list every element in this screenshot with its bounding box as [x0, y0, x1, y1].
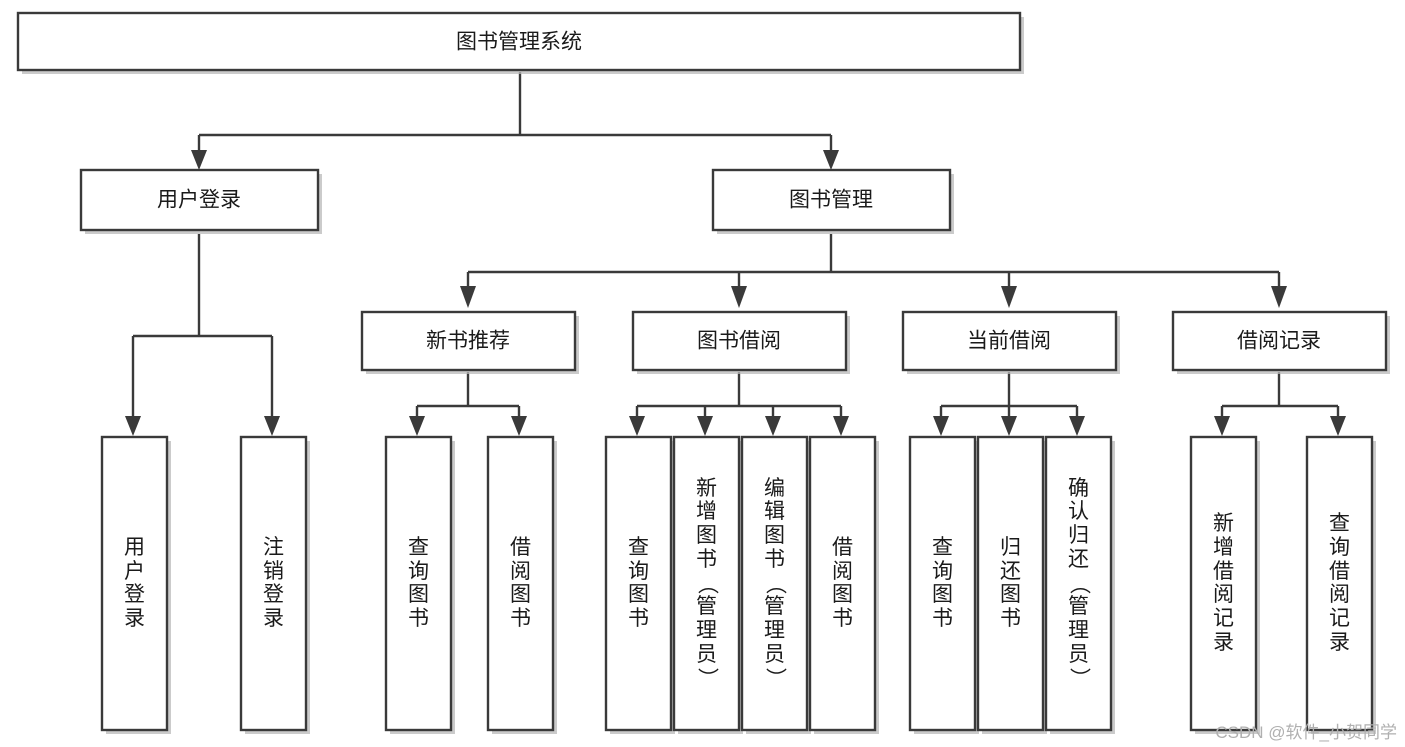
- node-box-leaf-add-record[interactable]: [1189, 435, 1258, 732]
- root-node-label: 图书管理系统: [456, 31, 582, 54]
- node-box-leaf-borrow-book-2[interactable]: [808, 435, 877, 732]
- user-login-node-label: 用户登录: [157, 189, 241, 212]
- node-box-leaf-edit-book[interactable]: [740, 435, 809, 732]
- arrowhead-leaf-borrow-book-2: [833, 416, 849, 436]
- node-box-borrow-record[interactable]: [1171, 310, 1388, 372]
- current-borrow-node-label: 当前借阅: [967, 330, 1051, 353]
- arrowhead-leaf-query-record: [1330, 416, 1346, 436]
- arrowhead-leaf-query-book-1: [409, 416, 425, 436]
- node-box-leaf-query-book-3[interactable]: [908, 435, 977, 732]
- arrowhead-leaf-query-book-2: [629, 416, 645, 436]
- arrowhead-leaf-user-login: [125, 416, 141, 436]
- arrowhead-leaf-add-book: [697, 416, 713, 436]
- arrowhead-leaf-query-book-3: [933, 416, 949, 436]
- arrowhead-current-borrow: [1001, 286, 1017, 308]
- arrowhead-leaf-confirm-return: [1069, 416, 1085, 436]
- book-borrow-node-label: 图书借阅: [697, 330, 781, 353]
- new-book-recommend-node-label: 新书推荐: [426, 330, 510, 353]
- node-box-root[interactable]: [16, 11, 1022, 72]
- arrowhead-book-borrow: [731, 286, 747, 308]
- arrowhead-leaf-edit-book: [765, 416, 781, 436]
- node-box-leaf-logout[interactable]: [239, 435, 308, 732]
- arrowhead-user-login: [191, 150, 207, 170]
- node-box-leaf-add-book[interactable]: [672, 435, 741, 732]
- node-box-user-login[interactable]: [79, 168, 320, 232]
- node-box-leaf-query-record[interactable]: [1305, 435, 1374, 732]
- node-box-new-book-recommend[interactable]: [360, 310, 577, 372]
- node-box-leaf-confirm-return[interactable]: [1044, 435, 1113, 732]
- arrowhead-leaf-logout: [264, 416, 280, 436]
- arrowhead-book-manage: [823, 150, 839, 170]
- book-manage-node-label: 图书管理: [789, 189, 873, 212]
- node-box-book-manage[interactable]: [711, 168, 952, 232]
- node-box-book-borrow[interactable]: [631, 310, 848, 372]
- node-box-leaf-user-login[interactable]: [100, 435, 169, 732]
- node-box-leaf-borrow-book-1[interactable]: [486, 435, 555, 732]
- arrowhead-leaf-add-record: [1214, 416, 1230, 436]
- node-box-leaf-query-book-2[interactable]: [604, 435, 673, 732]
- arrowhead-leaf-return-book: [1001, 416, 1017, 436]
- node-box-leaf-return-book[interactable]: [976, 435, 1045, 732]
- arrowhead-new-book-recommend: [460, 286, 476, 308]
- arrowhead-leaf-borrow-book-1: [511, 416, 527, 436]
- node-box-current-borrow[interactable]: [901, 310, 1118, 372]
- connector-layer: [125, 72, 1346, 436]
- borrow-record-node-label: 借阅记录: [1237, 330, 1321, 353]
- arrowhead-borrow-record: [1271, 286, 1287, 308]
- node-layer: 图书管理系统 用户登录 图书管理 新书推荐 图书借阅 当前借阅 借阅记录: [16, 11, 1390, 734]
- node-box-leaf-query-book-1[interactable]: [384, 435, 453, 732]
